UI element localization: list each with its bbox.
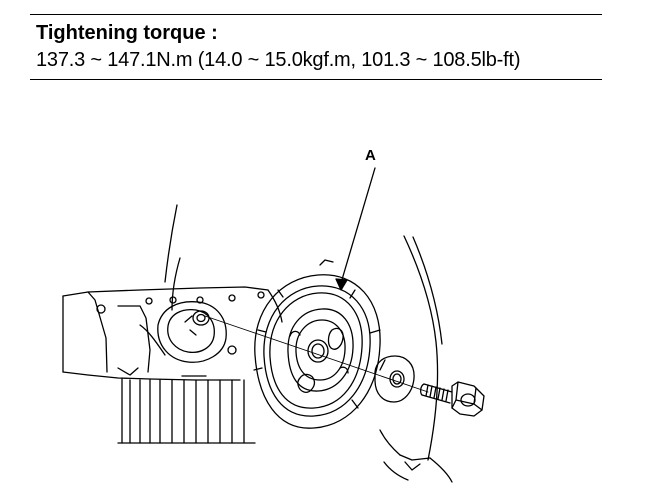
engine-block [62, 204, 269, 444]
callout-a-label: A [365, 147, 376, 164]
bolt-axis-line [204, 315, 429, 393]
pulley-bolt [420, 381, 485, 417]
crankshaft-nose [139, 301, 237, 363]
crankshaft-pulley [253, 274, 381, 429]
timing-cover-edge [171, 257, 283, 323]
torque-spec-box: Tightening torque : 137.3 ~ 147.1N.m (14… [30, 14, 602, 80]
callout-a-arrow [335, 167, 376, 291]
washer [374, 355, 415, 403]
fender-shield [319, 235, 453, 483]
torque-spec-title: Tightening torque : [36, 22, 218, 44]
torque-spec-value: 137.3 ~ 147.1N.m (14.0 ~ 15.0kgf.m, 101.… [36, 49, 521, 71]
